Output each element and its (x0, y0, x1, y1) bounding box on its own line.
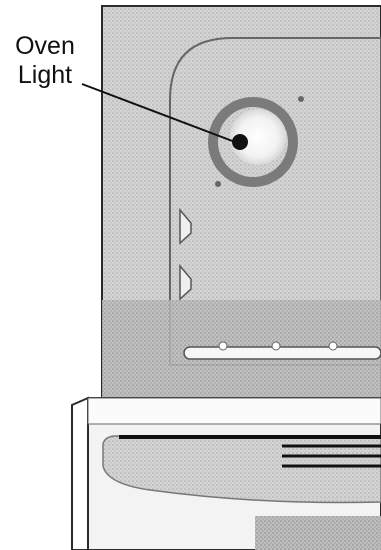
rack-peg (328, 341, 338, 351)
door-handle (102, 435, 381, 504)
callout-leader-line (81, 83, 236, 143)
door-frame-left (71, 396, 89, 550)
rack-peg (218, 341, 228, 351)
callout-label: Oven Light (0, 32, 90, 90)
callout-line-2: Light (17, 61, 73, 89)
door-top-rim (87, 397, 381, 425)
rack-guide-lower (179, 263, 192, 301)
callout-dot (232, 134, 248, 150)
rack-peg (271, 341, 281, 351)
callout-line-1: Oven (15, 32, 75, 60)
oven-rack (183, 346, 381, 360)
door-lower-shadow (255, 516, 381, 550)
rack-guide-upper (179, 207, 192, 245)
oven-light-bulb-icon (208, 96, 304, 187)
